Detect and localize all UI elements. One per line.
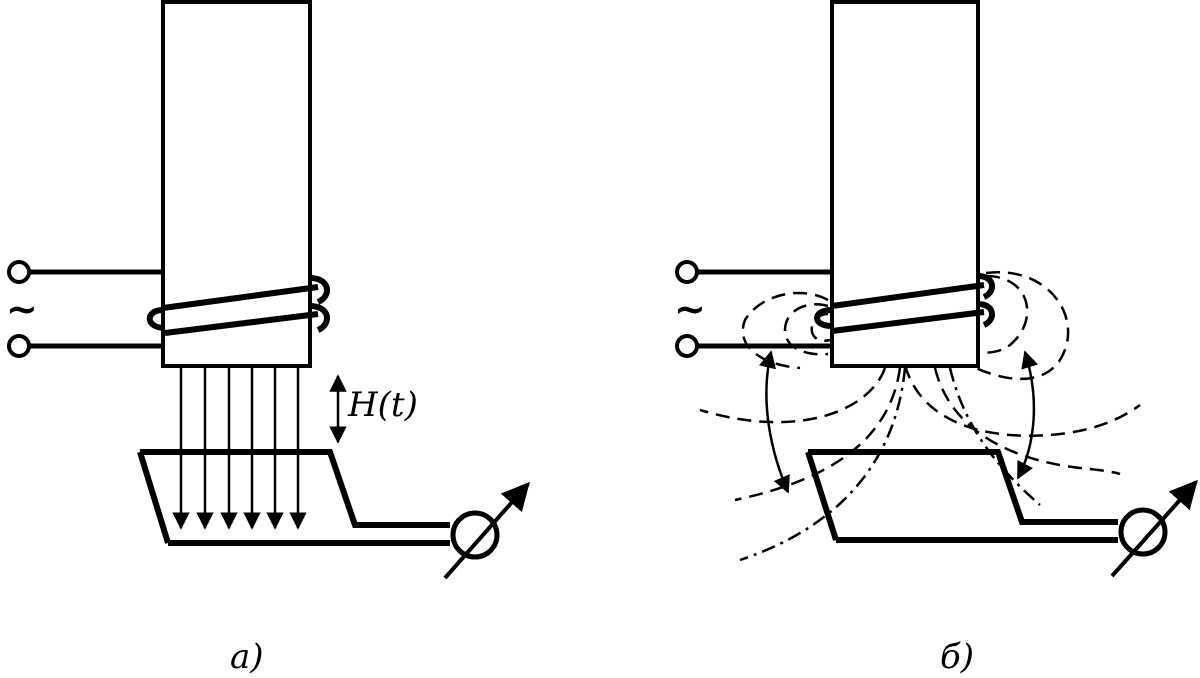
field-label-a: H(t) [347,385,418,425]
field-arrows-a [172,368,307,530]
core-a [161,0,312,368]
ac-source-symbol-b: ~ [674,287,706,331]
figure-b: ~ б) [674,0,1198,677]
terminal-top-b [675,260,699,284]
coil-b [814,273,995,334]
terminal-bottom-a [7,334,31,358]
meter-needle-a [443,481,530,580]
eddy-arrow-right-b [1016,350,1039,480]
test-object-a [137,449,450,546]
meter-needle-b [1110,479,1198,578]
caption-a: a) [230,637,264,677]
test-object-b [805,449,1118,543]
terminal-bottom-b [675,334,699,358]
ac-source-symbol-a: ~ [6,287,38,331]
eddy-arrow-left-b [758,350,790,494]
meter-a [450,510,500,560]
caption-b: б) [940,637,974,677]
terminal-top-a [7,260,31,284]
figure-a: ~ H(t) a) [6,0,530,677]
meter-b [1118,507,1168,557]
core-b [830,0,980,368]
coil-a [146,275,330,336]
